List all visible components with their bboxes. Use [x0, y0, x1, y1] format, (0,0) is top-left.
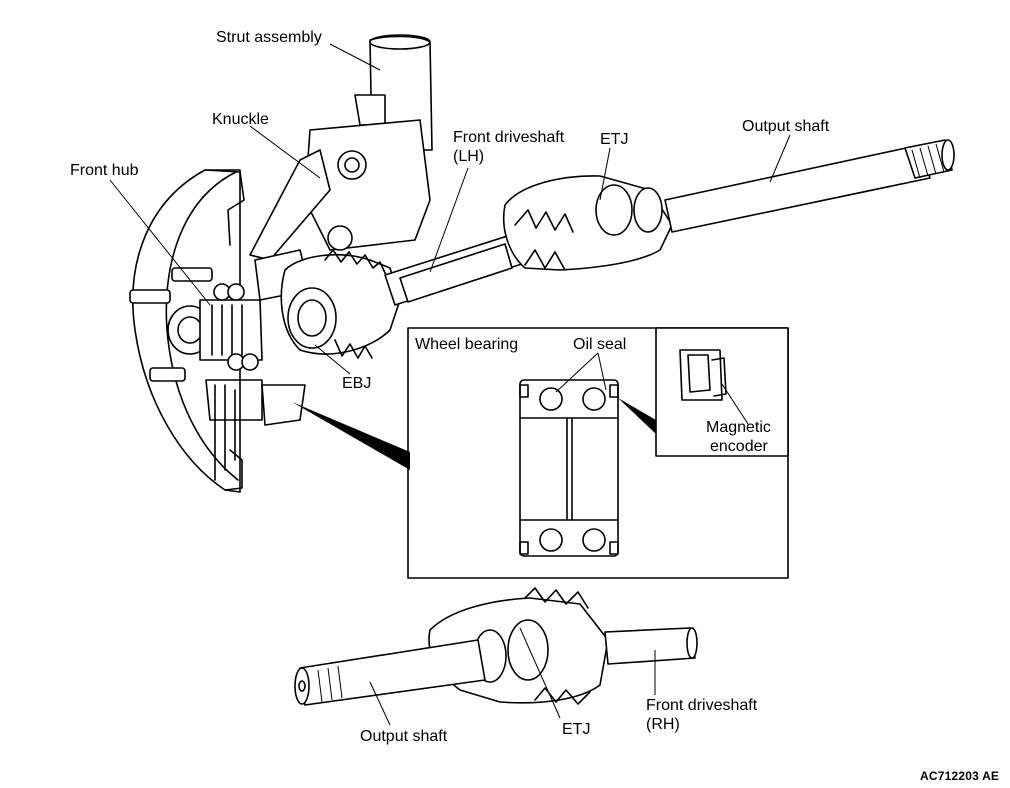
leader-lines [109, 43, 791, 726]
encoder-callout-wedge [618, 398, 656, 434]
knuckle-label: Knuckle [212, 111, 269, 128]
oil-seal-label: Oil seal [573, 336, 627, 353]
magnetic-encoder-label-line2: encoder [710, 438, 768, 455]
rh-driveshaft-drawing [604, 627, 698, 665]
figure-code: AC712203 AE [920, 769, 1000, 783]
front-hub-label: Front hub [70, 162, 139, 179]
detail-callout-wedge [292, 402, 410, 470]
output-shaft-bottom-drawing [294, 639, 486, 706]
front-driveshaft-rh-label-line1: Front driveshaft [646, 697, 758, 714]
etj-top-drawing [502, 175, 673, 271]
front-driveshaft-rh-label-line2: (RH) [646, 716, 680, 733]
output-shaft-top-label: Output shaft [742, 118, 830, 135]
etj-top-label: ETJ [600, 131, 629, 148]
etj-bottom-label: ETJ [562, 721, 591, 738]
front-driveshaft-lh-label-line2: (LH) [453, 148, 485, 165]
ebj-label: EBJ [342, 375, 372, 392]
wheel-bearing-inset [292, 327, 789, 579]
lh-driveshaft-drawing [399, 243, 513, 303]
magnetic-encoder-label-line1: Magnetic [706, 419, 771, 436]
front-driveshaft-lh-label-line1: Front driveshaft [453, 129, 565, 146]
output-shaft-top-drawing [664, 139, 955, 233]
output-shaft-bottom-label: Output shaft [360, 728, 448, 745]
strut-assembly-label: Strut assembly [216, 29, 322, 46]
wheel-bearing-label: Wheel bearing [415, 336, 519, 353]
front-hub-drawing [129, 169, 263, 493]
